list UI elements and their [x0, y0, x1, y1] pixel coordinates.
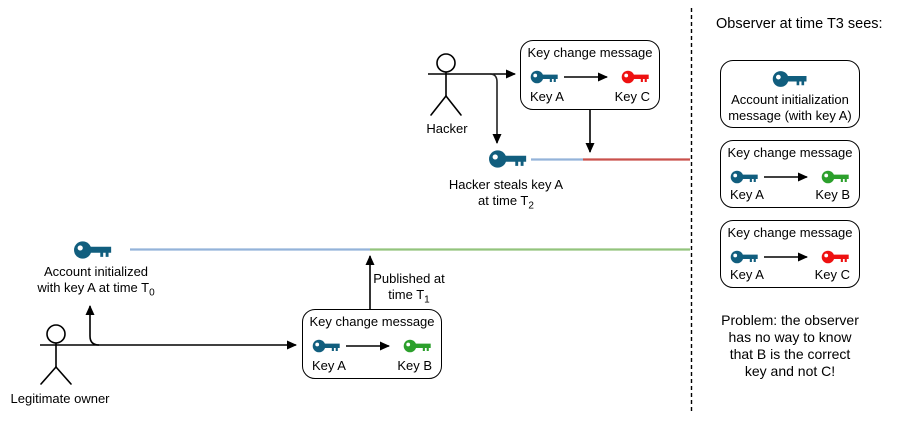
- box-title: Key change message: [727, 145, 853, 160]
- key-to-label: Key B: [397, 358, 432, 373]
- hacker-steals-label: Hacker steals key A at time T2: [431, 177, 581, 212]
- observer-init-box: Account initialization message (with key…: [720, 60, 860, 128]
- hacker-steals-line2: at time T2: [478, 193, 534, 212]
- key-change-arrow-icon: [764, 252, 808, 262]
- hacker-key-change-box: Key change message Key A Key C: [520, 40, 660, 110]
- key-row: [530, 68, 650, 86]
- key-b-icon: [821, 170, 849, 184]
- key-change-arrow-icon: [564, 72, 608, 82]
- key-from-label: Key A: [530, 89, 564, 104]
- hacker-steals-line1: Hacker steals key A: [448, 177, 564, 192]
- key-row: [730, 248, 850, 266]
- observer-init-line1: Account initialization: [731, 92, 849, 107]
- key-change-arrow-icon: [346, 341, 390, 351]
- account-init-line2: with key A at time T0: [37, 280, 155, 299]
- key-to-label: Key B: [815, 187, 850, 202]
- account-init-label: Account initialized with key A at time T…: [18, 264, 174, 299]
- key-a-icon: [772, 71, 807, 87]
- key-a-icon: [730, 170, 758, 184]
- key-a-icon: [530, 70, 558, 84]
- observer-key-change-box-b: Key change message Key A Key B: [720, 140, 860, 208]
- owner-init-branch-arrow: [85, 305, 100, 346]
- key-from-label: Key A: [312, 358, 346, 373]
- hacker-steal-branch-arrow: [489, 73, 502, 144]
- observer-heading: Observer at time T3 sees:: [716, 16, 883, 32]
- observer-key-change-box-c: Key change message Key A Key C: [720, 220, 860, 288]
- hacker-label: Hacker: [426, 121, 468, 136]
- hacker-stick-figure-icon: [430, 53, 462, 116]
- published-line2: time T1: [388, 287, 430, 306]
- key-b-icon: [403, 339, 431, 353]
- observer-init-line2: message (with key A): [728, 108, 852, 123]
- published-label: Published at time T1: [348, 271, 470, 306]
- problem-statement: Problem: the observer has no way to know…: [698, 312, 882, 380]
- key-row: [312, 337, 432, 355]
- key-a-icon: [312, 339, 340, 353]
- key-c-icon: [621, 70, 649, 84]
- owner-stick-figure-icon: [40, 324, 72, 385]
- account-init-key-icon: [74, 241, 112, 259]
- box-title: Key change message: [727, 225, 853, 240]
- account-init-line1: Account initialized: [43, 264, 149, 279]
- key-change-arrow-icon: [764, 172, 808, 182]
- problem-line2: has no way to know: [728, 329, 852, 345]
- published-line1: Published at: [373, 271, 445, 286]
- key-from-label: Key A: [730, 187, 764, 202]
- stolen-key-icon: [489, 150, 527, 168]
- problem-line3: that B is the correct: [729, 346, 851, 362]
- problem-line4: key and not C!: [744, 363, 836, 379]
- box-title: Key change message: [527, 45, 653, 60]
- problem-line1: Problem: the observer: [721, 312, 859, 328]
- owner-key-change-box: Key change message Key A Key B: [302, 309, 442, 379]
- observer-init-text: Account initialization message (with key…: [721, 92, 859, 124]
- key-a-icon: [730, 250, 758, 264]
- key-to-label: Key C: [814, 267, 850, 282]
- key-c-icon: [821, 250, 849, 264]
- key-row: [730, 168, 850, 186]
- box-title: Key change message: [309, 314, 435, 329]
- key-from-label: Key A: [730, 267, 764, 282]
- key-to-label: Key C: [614, 89, 650, 104]
- owner-label: Legitimate owner: [10, 391, 110, 406]
